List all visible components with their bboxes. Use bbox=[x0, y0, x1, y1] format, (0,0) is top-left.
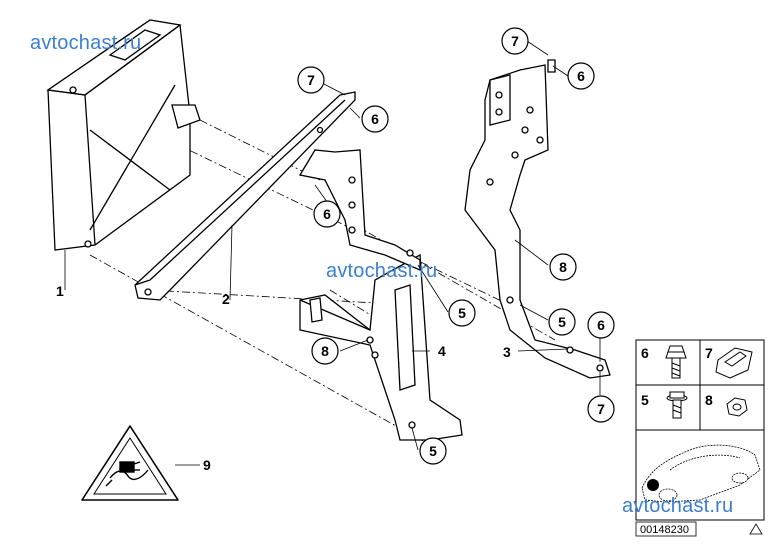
part-label-9: 9 bbox=[203, 457, 211, 473]
location-marker bbox=[647, 479, 659, 491]
callout-7-mid bbox=[297, 66, 325, 94]
callout-5-right bbox=[548, 308, 576, 336]
callout-7-bottom bbox=[587, 395, 615, 423]
washer-bolt-icon bbox=[666, 391, 688, 419]
right-bracket bbox=[464, 59, 611, 379]
diagonal-bracket bbox=[134, 91, 356, 301]
clip-nut-icon bbox=[715, 347, 753, 379]
callout-6-right bbox=[587, 311, 615, 339]
callout-text: 7 bbox=[511, 33, 519, 49]
callout-text: 5 bbox=[429, 443, 437, 459]
hex-nut-icon bbox=[726, 397, 748, 417]
callout-text: 6 bbox=[323, 206, 331, 222]
watermark-top-left: avtochast.ru bbox=[30, 32, 142, 54]
callout-text: 6 bbox=[371, 111, 379, 127]
part-label-1: 1 bbox=[56, 283, 64, 299]
callout-circles bbox=[297, 27, 615, 465]
watermark-bottom-right: avtochast.ru bbox=[622, 495, 734, 517]
part-label-3: 3 bbox=[503, 344, 511, 360]
part-label-4: 4 bbox=[438, 343, 446, 359]
callout-8-right bbox=[549, 253, 577, 281]
callout-text: 7 bbox=[307, 72, 315, 88]
triangle-icon bbox=[749, 523, 763, 535]
callout-6-top bbox=[567, 62, 595, 90]
legend-label: 7 bbox=[705, 345, 713, 361]
watermark-center: avtochast.ru bbox=[326, 260, 438, 282]
car-location-panel bbox=[635, 429, 765, 521]
flange-bolt-icon bbox=[665, 345, 687, 379]
callout-text: 8 bbox=[559, 259, 567, 275]
callout-text: 6 bbox=[597, 317, 605, 333]
part-label-2: 2 bbox=[222, 291, 230, 307]
callout-text: 7 bbox=[597, 401, 605, 417]
callout-5-bottom bbox=[419, 437, 447, 465]
part-labels: 1 2 3 4 9 bbox=[56, 283, 511, 473]
callout-text: 5 bbox=[558, 314, 566, 330]
hardware-legend: 6 7 5 8 bbox=[635, 339, 765, 431]
part-number-box: 00148230 bbox=[635, 521, 763, 537]
callout-7-top bbox=[501, 27, 529, 55]
part-number: 00148230 bbox=[640, 524, 689, 536]
plug-icon bbox=[105, 461, 149, 487]
callout-6-mid bbox=[361, 105, 389, 133]
callout-text: 5 bbox=[458, 305, 466, 321]
vertical-bracket bbox=[299, 253, 463, 441]
callout-6-left bbox=[313, 200, 341, 228]
leader-lines bbox=[64, 40, 601, 466]
legend-label: 8 bbox=[705, 392, 713, 408]
middle-bracket bbox=[298, 149, 421, 271]
control-unit bbox=[46, 19, 201, 251]
callout-5-mid bbox=[448, 299, 476, 327]
warning-label-triangle bbox=[81, 425, 179, 501]
legend-label: 5 bbox=[641, 392, 649, 408]
callout-texts: 7 6 6 7 6 8 5 5 5 6 7 8 bbox=[307, 33, 605, 459]
callout-text: 6 bbox=[577, 68, 585, 84]
callout-8-left bbox=[311, 337, 339, 365]
legend-label: 6 bbox=[641, 345, 649, 361]
car-icon bbox=[641, 444, 761, 503]
callout-text: 8 bbox=[321, 343, 329, 359]
